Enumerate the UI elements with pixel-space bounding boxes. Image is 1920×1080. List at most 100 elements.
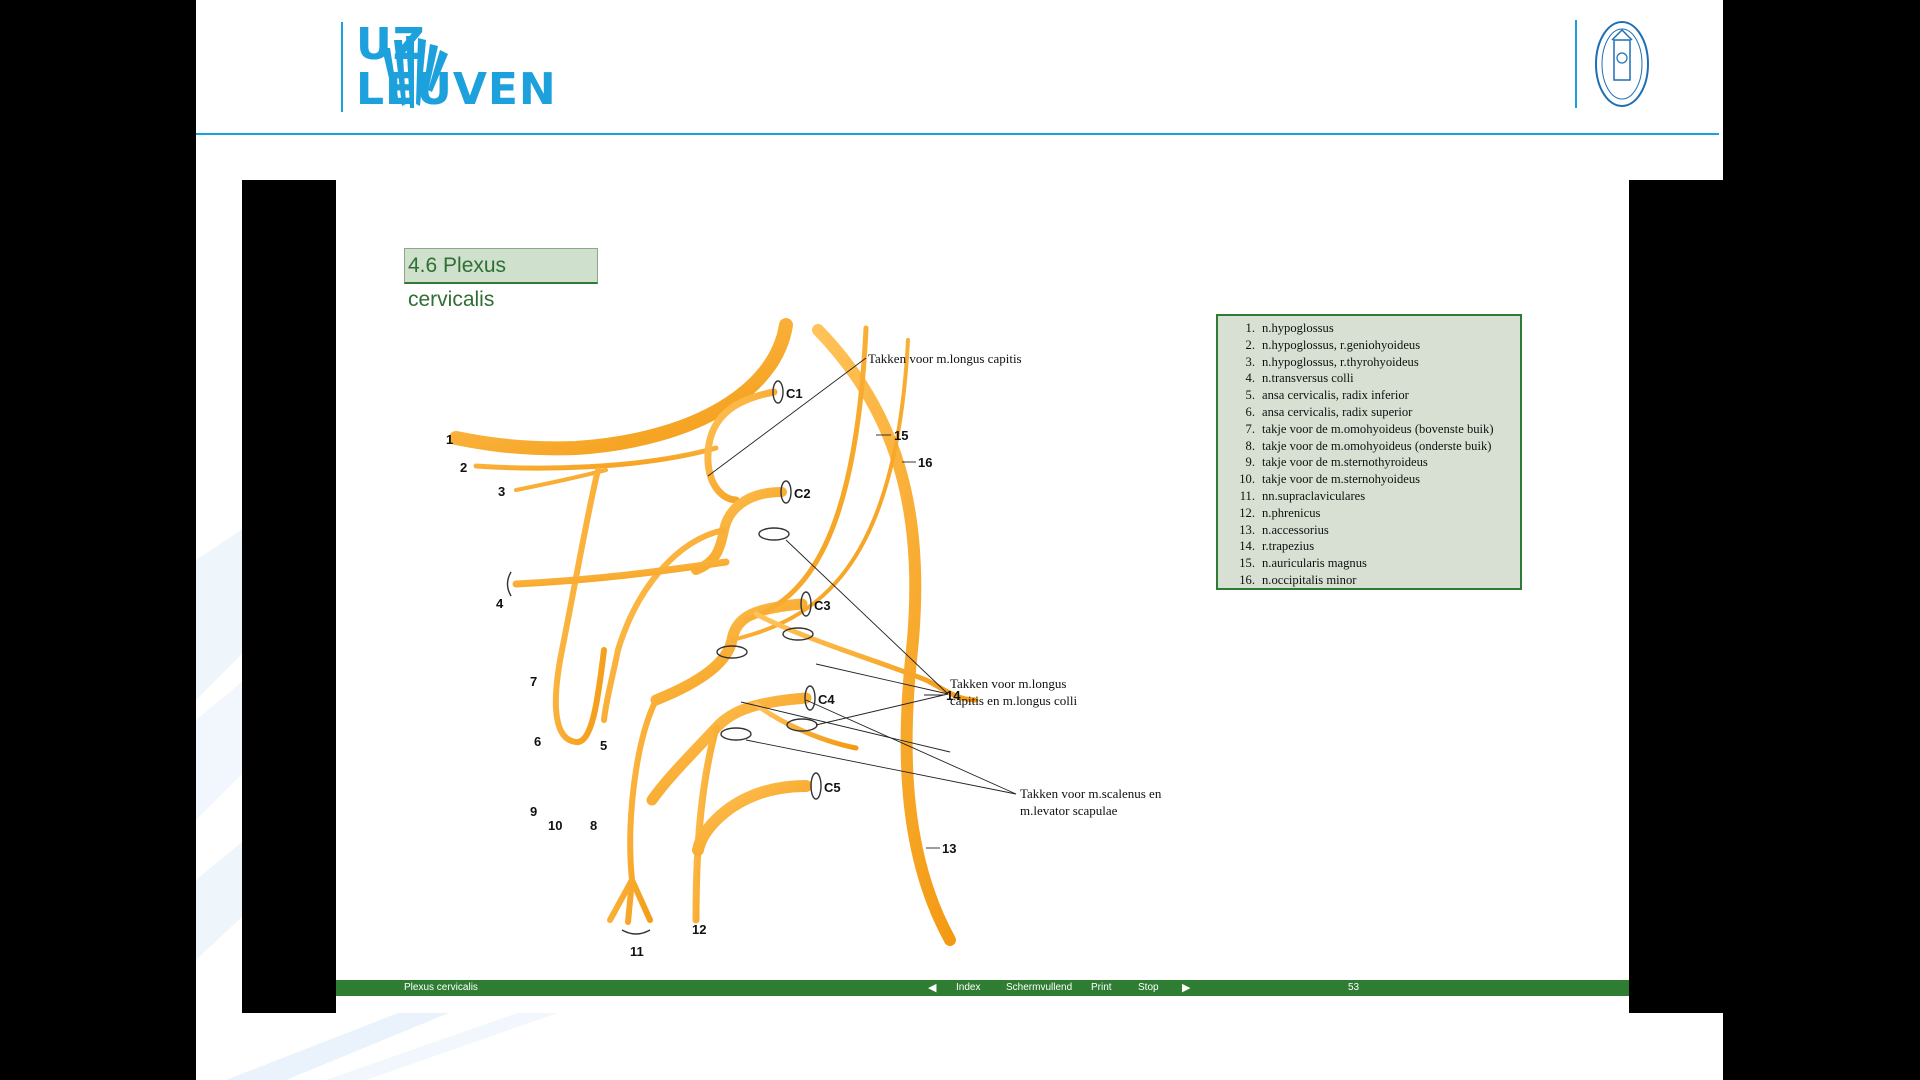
nerve-c5-trunk xyxy=(692,780,812,856)
fullscreen-link[interactable]: Schermvullend xyxy=(1006,982,1073,993)
legend-item: 15. n.auricularis magnus xyxy=(1222,555,1520,572)
nerve-c3-trunk xyxy=(650,598,808,706)
root-rings xyxy=(506,380,822,935)
ring-c4 xyxy=(804,685,816,711)
label-16: 16 xyxy=(918,455,932,470)
viewer-footer-bar: Plexus cervicalis ◀ Index Schermvullend … xyxy=(336,980,1629,996)
ring-longus-3 xyxy=(782,627,814,641)
prev-arrow-icon[interactable]: ◀ xyxy=(928,982,937,994)
legend-item-number: 13. xyxy=(1239,522,1255,537)
stop-link[interactable]: Stop xyxy=(1138,982,1159,993)
bracket-11 xyxy=(621,929,651,935)
nerve-trapezius xyxy=(753,611,979,703)
nerve-hypoglossus xyxy=(449,318,793,456)
label-12: 12 xyxy=(692,922,706,937)
legend-item-number: 7. xyxy=(1245,421,1255,436)
index-link[interactable]: Index xyxy=(956,982,981,993)
legend-item-number: 16. xyxy=(1239,572,1255,587)
nerve-phrenicus xyxy=(692,724,720,924)
label-c5: C5 xyxy=(824,780,841,795)
legend-item-text: n.hypoglossus, r.geniohyoideus xyxy=(1262,337,1421,352)
legend-item-number: 14. xyxy=(1239,539,1255,554)
legend-item: 7. takje voor de m.omohyoideus (bovenste … xyxy=(1222,421,1520,438)
legend-item: 2. n.hypoglossus, r.geniohyoideus xyxy=(1222,337,1520,354)
label-c1: C1 xyxy=(786,386,803,401)
legend-item-number: 2. xyxy=(1245,337,1255,352)
label-11: 11 xyxy=(630,944,644,959)
legend-item-text: n.occipitalis minor xyxy=(1262,572,1357,587)
nerve-transversus-colli xyxy=(512,558,730,588)
legend-item-text: n.hypoglossus xyxy=(1262,321,1334,335)
ring-c2 xyxy=(780,480,792,504)
legend-item-text: n.hypoglossus, r.thyrohyoideus xyxy=(1262,354,1419,369)
nerve-c1 xyxy=(704,388,778,504)
nerve-auricularis-magnus xyxy=(743,325,869,623)
legend-item: 11.nn.supraclaviculares xyxy=(1222,488,1520,505)
label-1: 1 xyxy=(446,432,453,447)
legend-item: 8.takje voor de m.omohyoideus (onderste … xyxy=(1222,438,1520,455)
label-c2: C2 xyxy=(794,486,811,501)
legend-item: 12.n.phrenicus xyxy=(1222,505,1520,522)
ring-scalenus xyxy=(720,727,752,741)
legend-item: 5. ansa cervicalis, radix inferior xyxy=(1222,387,1520,404)
logo-text: UZ LEUVEN xyxy=(356,22,557,112)
logo-line-uz: UZ xyxy=(356,19,426,70)
logo-line-leuven: LEUVEN xyxy=(356,64,557,115)
legend-item: 13.n.accessorius xyxy=(1222,522,1520,539)
print-link[interactable]: Print xyxy=(1091,982,1112,993)
legend-item-number: 3. xyxy=(1245,354,1255,369)
legend-item: 16. n.occipitalis minor xyxy=(1222,572,1520,589)
legend-item-number: 10. xyxy=(1239,472,1255,487)
legend-item-text: ansa cervicalis, radix inferior xyxy=(1262,388,1409,403)
label-15: 15 xyxy=(894,428,908,443)
nerve-ansa-radix-superior xyxy=(552,467,607,745)
document-page: 4.6 Plexus cervicalis xyxy=(336,180,1629,1013)
label-14: 14 xyxy=(946,688,961,703)
annotation-scalenus-line1: Takken voor m.scalenus en xyxy=(1020,786,1162,801)
ring-c3 xyxy=(800,591,812,617)
nerve-ansa-radix-inferior xyxy=(601,527,727,723)
nerve-hypoglossus-branch-2 xyxy=(473,445,719,471)
label-3: 3 xyxy=(498,484,505,499)
label-2: 2 xyxy=(460,460,467,475)
next-arrow-icon[interactable]: ▶ xyxy=(1182,982,1191,994)
label-13: 13 xyxy=(942,841,956,856)
legend-item-text: n.phrenicus xyxy=(1262,505,1321,520)
ku-leuven-seal-icon xyxy=(1595,21,1649,107)
nerve-occipitalis-minor xyxy=(730,338,910,642)
legend-item-number: 1. xyxy=(1245,321,1255,335)
header-rule xyxy=(196,133,1719,135)
leader-lines xyxy=(707,357,1017,849)
plexus-cervicalis-diagram: C1 C2 C3 C4 C5 1 2 3 4 5 6 7 8 9 10 11 1… xyxy=(446,318,1162,959)
ring-longus-2 xyxy=(716,645,748,659)
bracket-4 xyxy=(506,571,512,597)
nerve-accessorius xyxy=(812,324,956,946)
legend-item-text: takje voor de m.omohyoideus (bovenste bu… xyxy=(1262,421,1494,436)
label-c4: C4 xyxy=(818,692,835,707)
label-c3: C3 xyxy=(814,598,831,613)
legend-item-number: 4. xyxy=(1245,371,1255,386)
ring-longus-1 xyxy=(758,527,790,541)
annotation-longus-colli-line2: capitis en m.longus colli xyxy=(950,693,1077,708)
legend-item: 4. n.transversus colli xyxy=(1222,370,1520,387)
section-title: 4.6 Plexus cervicalis xyxy=(404,248,598,311)
legend-item-number: 5. xyxy=(1245,388,1255,403)
nerve-c2-trunk xyxy=(691,487,787,575)
annotation-scalenus-line2: m.levator scapulae xyxy=(1020,803,1118,818)
legend-item-text: takje voor de m.omohyoideus (onderste bu… xyxy=(1262,438,1492,453)
legend-item: 14. r.trapezius xyxy=(1222,538,1520,555)
legend-item-text: ansa cervicalis, radix superior xyxy=(1262,404,1413,419)
legend-item-text: takje voor de m.sternohyoideus xyxy=(1262,472,1421,487)
legend-item-text: n.transversus colli xyxy=(1262,371,1354,386)
legend-item-number: 6. xyxy=(1245,404,1255,419)
legend-item-number: 11. xyxy=(1239,488,1255,503)
label-7: 7 xyxy=(530,674,537,689)
legend-item-text: n.auricularis magnus xyxy=(1262,556,1367,571)
legend-item: 9.takje voor de m.sternothyroideus xyxy=(1222,454,1520,471)
label-4: 4 xyxy=(496,596,504,611)
nerves xyxy=(449,318,979,946)
legend-item-number: 15. xyxy=(1239,556,1255,571)
legend-item-text: r.trapezius xyxy=(1262,539,1315,554)
legend-item: 10. takje voor de m.sternohyoideus xyxy=(1222,471,1520,488)
number-labels: 1 2 3 4 5 6 7 8 9 10 11 12 13 14 15 16 xyxy=(446,428,961,959)
